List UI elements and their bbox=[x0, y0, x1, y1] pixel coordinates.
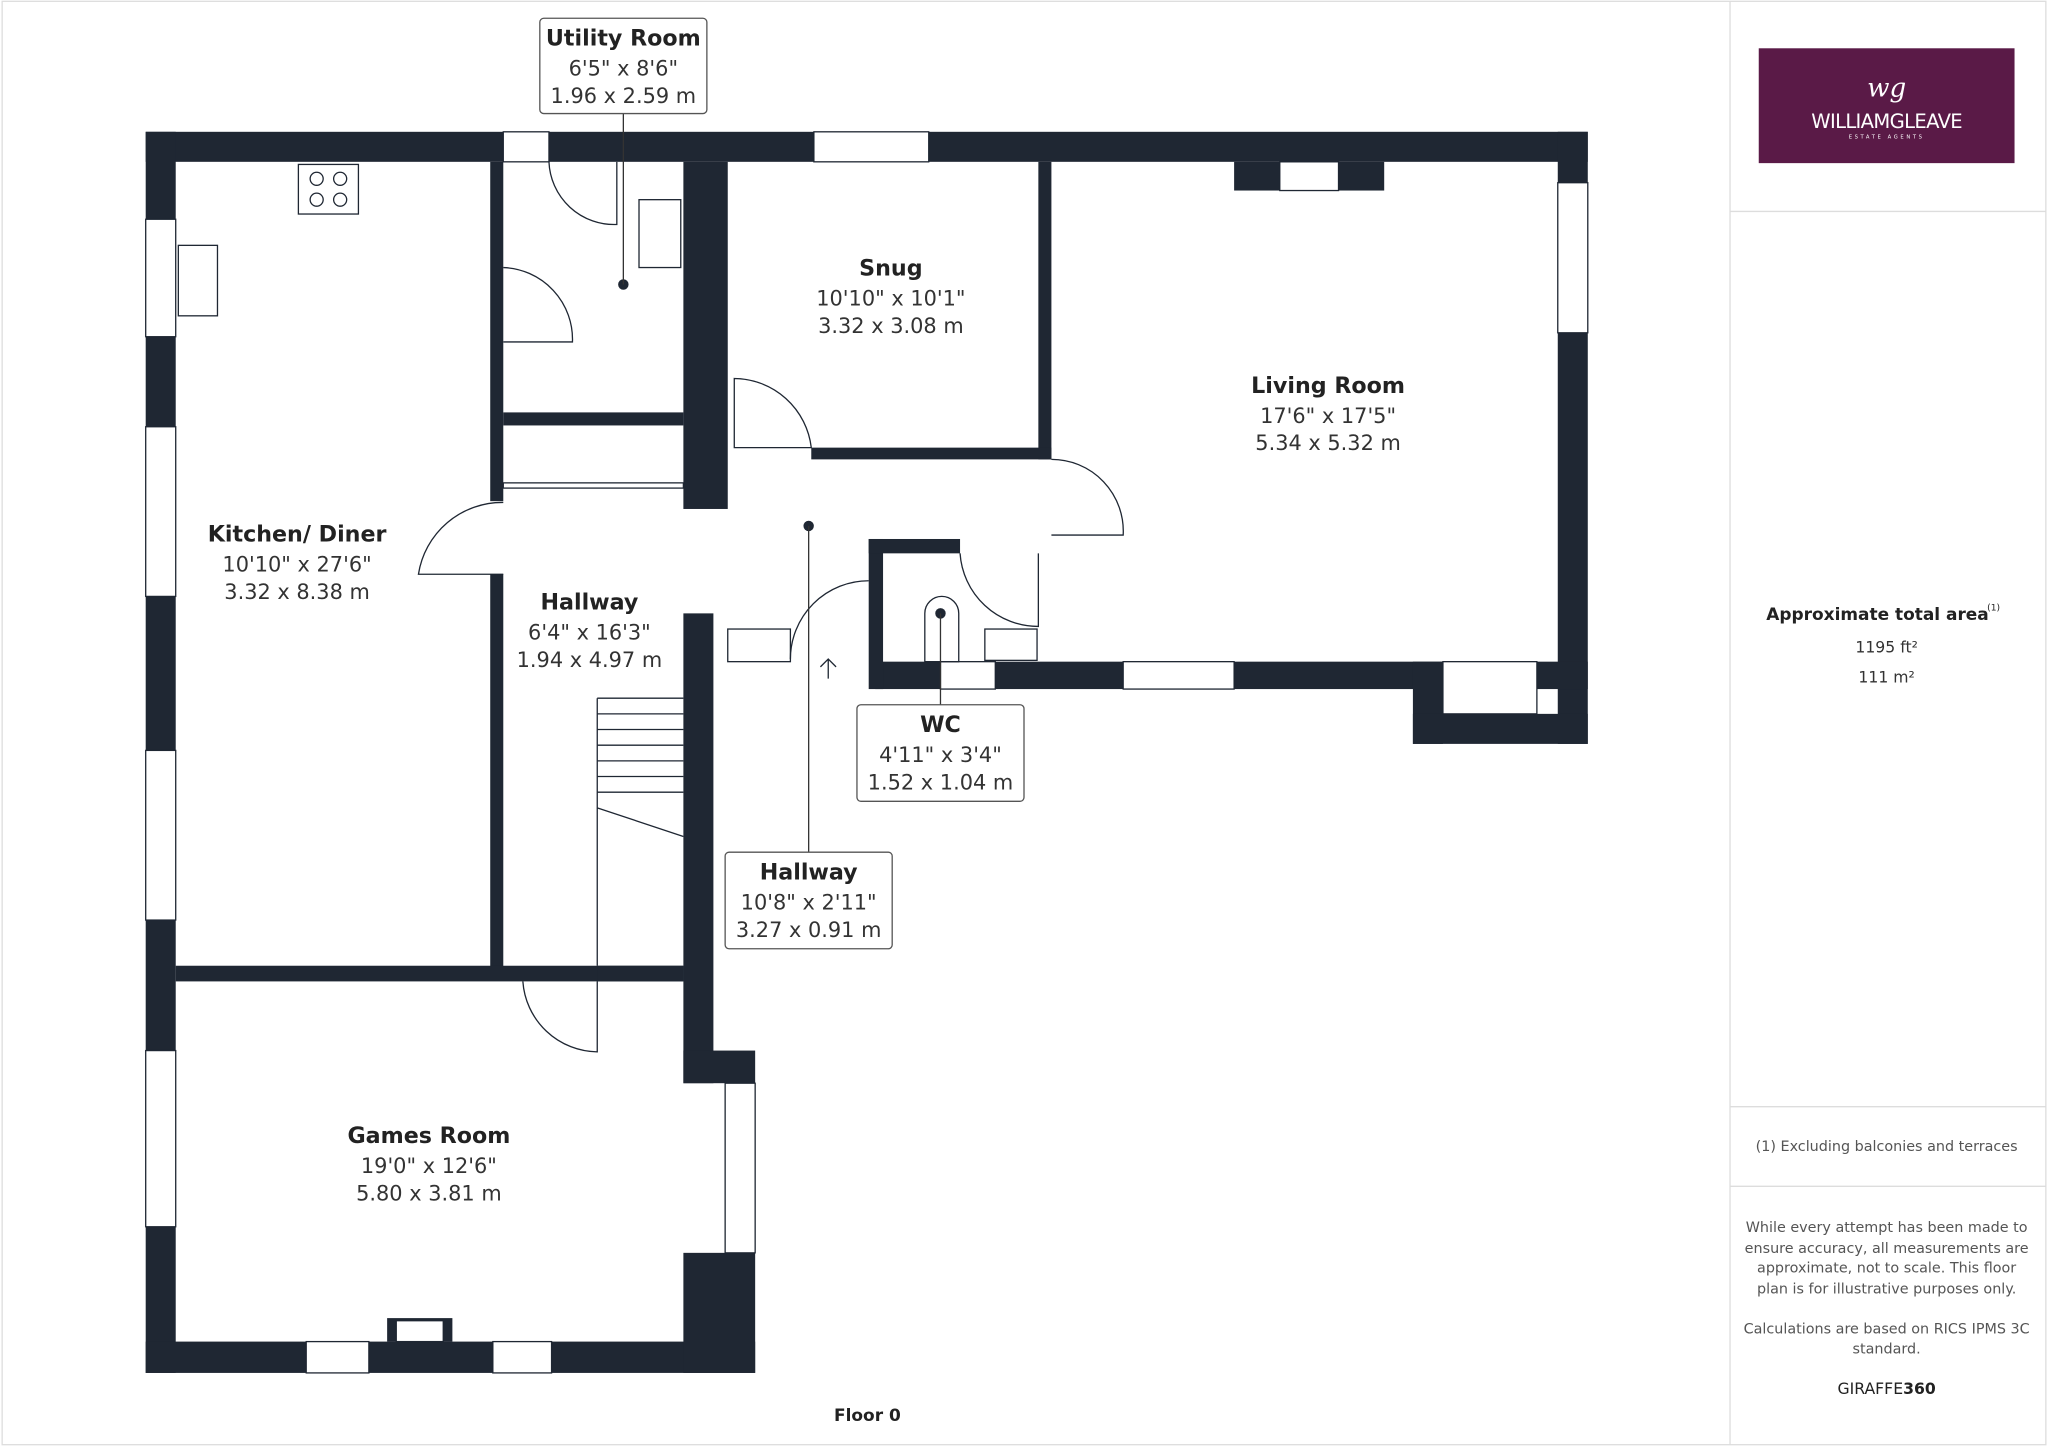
svg-text:Calculations are based on RICS: Calculations are based on RICS IPMS 3C bbox=[1744, 1322, 2030, 1338]
info-panel: wg WILLIAMGLEAVE ESTATE AGENTS Approxima… bbox=[1729, 1, 2046, 1445]
svg-text:While every attempt has been m: While every attempt has been made to bbox=[1746, 1220, 2028, 1236]
svg-text:6'4" x 16'3": 6'4" x 16'3" bbox=[528, 620, 651, 644]
svg-text:3.32 x 3.08 m: 3.32 x 3.08 m bbox=[818, 314, 964, 338]
svg-text:4'11" x 3'4": 4'11" x 3'4" bbox=[879, 743, 1002, 767]
svg-text:10'8" x 2'11": 10'8" x 2'11" bbox=[741, 891, 877, 915]
svg-text:wg: wg bbox=[1867, 74, 1906, 104]
svg-text:10'10" x 27'6": 10'10" x 27'6" bbox=[222, 553, 371, 577]
room-label-hallway-2: Hallway 10'8" x 2'11" 3.27 x 0.91 m bbox=[724, 851, 893, 950]
room-label-games-room: Games Room 19'0" x 12'6" 5.80 x 3.81 m bbox=[347, 1123, 510, 1205]
svg-text:ESTATE AGENTS: ESTATE AGENTS bbox=[1849, 134, 1925, 140]
svg-text:Kitchen/ Diner: Kitchen/ Diner bbox=[208, 522, 387, 548]
svg-text:5.34 x 5.32 m: 5.34 x 5.32 m bbox=[1255, 431, 1401, 455]
svg-text:ensure accuracy, all measureme: ensure accuracy, all measurements are bbox=[1745, 1241, 2029, 1257]
windows bbox=[145, 131, 1589, 1374]
area-m: 111 m² bbox=[1858, 668, 1914, 687]
svg-text:Hallway: Hallway bbox=[540, 589, 638, 615]
svg-text:Snug: Snug bbox=[859, 255, 922, 281]
room-label-hallway: Hallway 6'4" x 16'3" 1.94 x 4.97 m bbox=[517, 589, 663, 671]
svg-text:Hallway: Hallway bbox=[760, 860, 858, 886]
brand-logo: wg WILLIAMGLEAVE ESTATE AGENTS bbox=[1758, 48, 2015, 164]
svg-text:6'5" x 8'6": 6'5" x 8'6" bbox=[569, 57, 678, 81]
svg-text:1.94 x 4.97 m: 1.94 x 4.97 m bbox=[517, 648, 663, 672]
svg-text:WILLIAMGLEAVE: WILLIAMGLEAVE bbox=[1811, 110, 1962, 133]
room-label-living-room: Living Room 17'6" x 17'5" 5.34 x 5.32 m bbox=[1251, 373, 1405, 455]
room-label-utility-room: Utility Room 6'5" x 8'6" 1.96 x 2.59 m bbox=[539, 17, 708, 115]
svg-text:3.32 x 8.38 m: 3.32 x 8.38 m bbox=[224, 580, 370, 604]
svg-text:WC: WC bbox=[920, 712, 961, 738]
room-label-wc: WC 4'11" x 3'4" 1.52 x 1.04 m bbox=[856, 704, 1025, 802]
svg-text:17'6" x 17'5": 17'6" x 17'5" bbox=[1260, 404, 1396, 428]
svg-text:Living Room: Living Room bbox=[1251, 373, 1405, 399]
svg-text:(1): (1) bbox=[1987, 604, 2000, 614]
area-ft: 1195 ft² bbox=[1855, 638, 1917, 657]
svg-text:Games Room: Games Room bbox=[347, 1123, 510, 1149]
svg-text:approximate, not to scale. Thi: approximate, not to scale. This floor bbox=[1757, 1260, 2016, 1276]
svg-text:5.80 x 3.81 m: 5.80 x 3.81 m bbox=[356, 1182, 502, 1206]
doors-fixtures bbox=[177, 109, 1124, 1053]
svg-text:Utility Room: Utility Room bbox=[546, 26, 701, 52]
svg-text:3.27 x 0.91 m: 3.27 x 0.91 m bbox=[736, 918, 882, 942]
svg-text:1.96 x 2.59 m: 1.96 x 2.59 m bbox=[551, 84, 697, 108]
footnote: (1) Excluding balconies and terraces bbox=[1756, 1139, 2018, 1155]
svg-text:1.52 x 1.04 m: 1.52 x 1.04 m bbox=[868, 771, 1014, 795]
giraffe360-credit: GIRAFFE360 bbox=[1837, 1379, 1935, 1398]
floor-label: Floor 0 bbox=[834, 1405, 901, 1425]
room-label-kitchen-diner: Kitchen/ Diner 10'10" x 27'6" 3.32 x 8.3… bbox=[208, 522, 387, 604]
svg-text:10'10" x 10'1": 10'10" x 10'1" bbox=[816, 286, 965, 310]
svg-text:19'0" x 12'6": 19'0" x 12'6" bbox=[361, 1154, 497, 1178]
svg-text:plan is for illustrative purpo: plan is for illustrative purposes only. bbox=[1757, 1281, 2016, 1297]
room-label-snug: Snug 10'10" x 10'1" 3.32 x 3.08 m bbox=[816, 255, 965, 337]
disclaimer: While every attempt has been made to ens… bbox=[1744, 1220, 2030, 1357]
svg-text:standard.: standard. bbox=[1853, 1341, 1921, 1357]
area-title: Approximate total area bbox=[1766, 604, 1989, 624]
